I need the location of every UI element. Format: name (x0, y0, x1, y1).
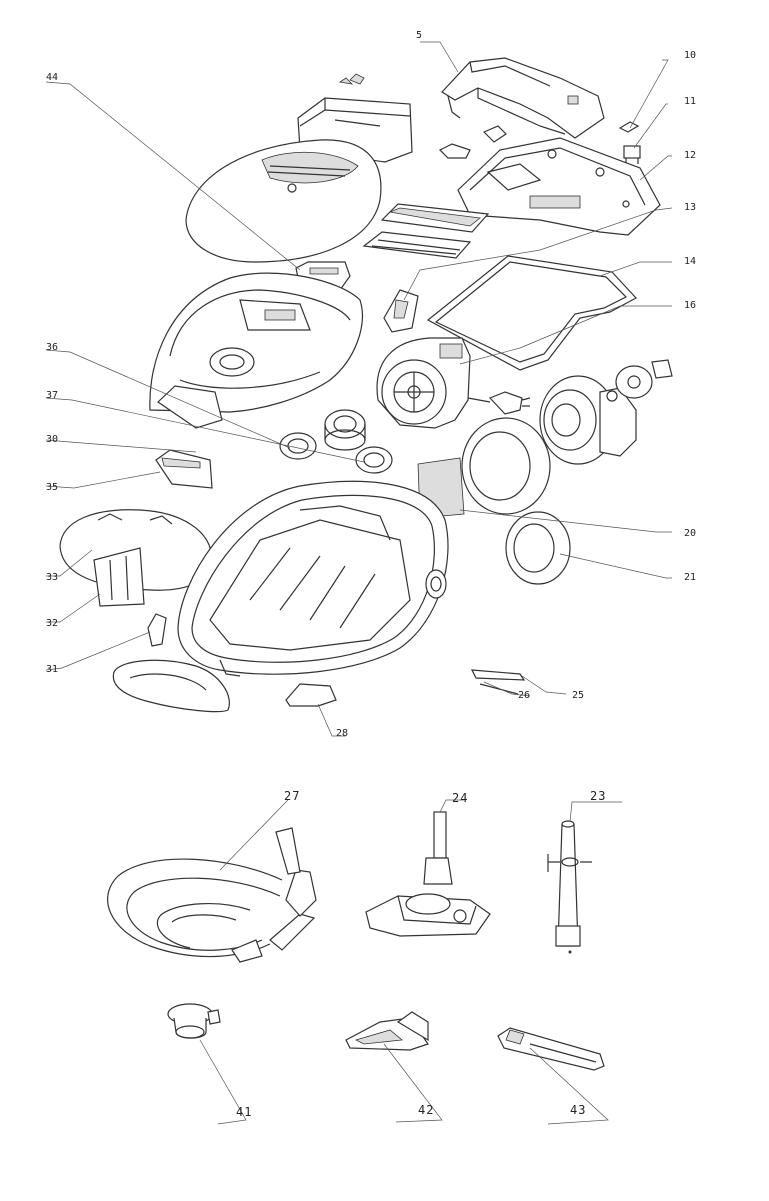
label-36: 36 (46, 342, 58, 353)
part-12-upper-frame (457, 137, 661, 236)
filter-pleated (362, 231, 472, 259)
label-11: 11 (684, 96, 696, 107)
part-10-clip (618, 121, 640, 133)
front-bumper (112, 659, 230, 713)
part-5-top-cover (441, 57, 605, 139)
power-plug (467, 391, 531, 415)
part-42-upholstery-nozzle (345, 1011, 429, 1051)
label-26: 26 (518, 690, 530, 701)
part-23-telescopic-tube (547, 820, 592, 954)
seal-37 (355, 446, 393, 474)
label-21: 21 (684, 572, 696, 583)
label-37: 37 (46, 390, 58, 401)
label-5: 5 (416, 30, 422, 41)
label-12: 12 (684, 150, 696, 161)
ring-large (461, 417, 551, 515)
part-11-switch (623, 145, 641, 164)
label-28: 28 (336, 728, 348, 739)
part-27-hose (107, 827, 317, 963)
part-41-adapter (167, 1003, 221, 1039)
label-24: 24 (452, 791, 468, 805)
parts-25-26-rods (470, 669, 526, 695)
label-44: 44 (46, 72, 58, 83)
part-35-clip (155, 449, 213, 489)
label-20: 20 (684, 528, 696, 539)
part-28-foot (285, 683, 337, 707)
lower-base (177, 480, 449, 677)
part-43-crevice-tool (497, 1027, 605, 1071)
part-16-motor-housing (376, 337, 471, 429)
label-30: 30 (46, 434, 58, 445)
label-16: 16 (684, 300, 696, 311)
part-31-latch (147, 613, 167, 647)
top-lid (185, 139, 382, 263)
bracket-13 (383, 289, 419, 333)
label-43: 43 (570, 1103, 586, 1117)
part-14-gasket (426, 255, 637, 371)
part-24-floor-brush (365, 811, 491, 937)
part-32-bag-frame (93, 547, 145, 607)
label-25: 25 (572, 690, 584, 701)
motor-cap (615, 359, 673, 399)
seal-mid (324, 409, 366, 451)
part-labels: 5 10 11 12 13 14 16 44 36 37 30 35 33 32… (46, 30, 696, 1119)
label-35: 35 (46, 482, 58, 493)
label-33: 33 (46, 572, 58, 583)
label-13: 13 (684, 202, 696, 213)
motor-unit (539, 375, 637, 465)
label-41: 41 (236, 1105, 252, 1119)
label-27: 27 (284, 789, 300, 803)
label-31: 31 (46, 664, 58, 675)
label-32: 32 (46, 618, 58, 629)
leader-lines (45, 41, 673, 1125)
label-10: 10 (684, 50, 696, 61)
filter-grid (380, 203, 490, 233)
label-14: 14 (684, 256, 696, 267)
label-42: 42 (418, 1103, 434, 1117)
ring-21 (505, 511, 571, 585)
label-23: 23 (590, 789, 606, 803)
small-clips-upper (338, 73, 507, 159)
upper-body-shell (149, 272, 363, 429)
